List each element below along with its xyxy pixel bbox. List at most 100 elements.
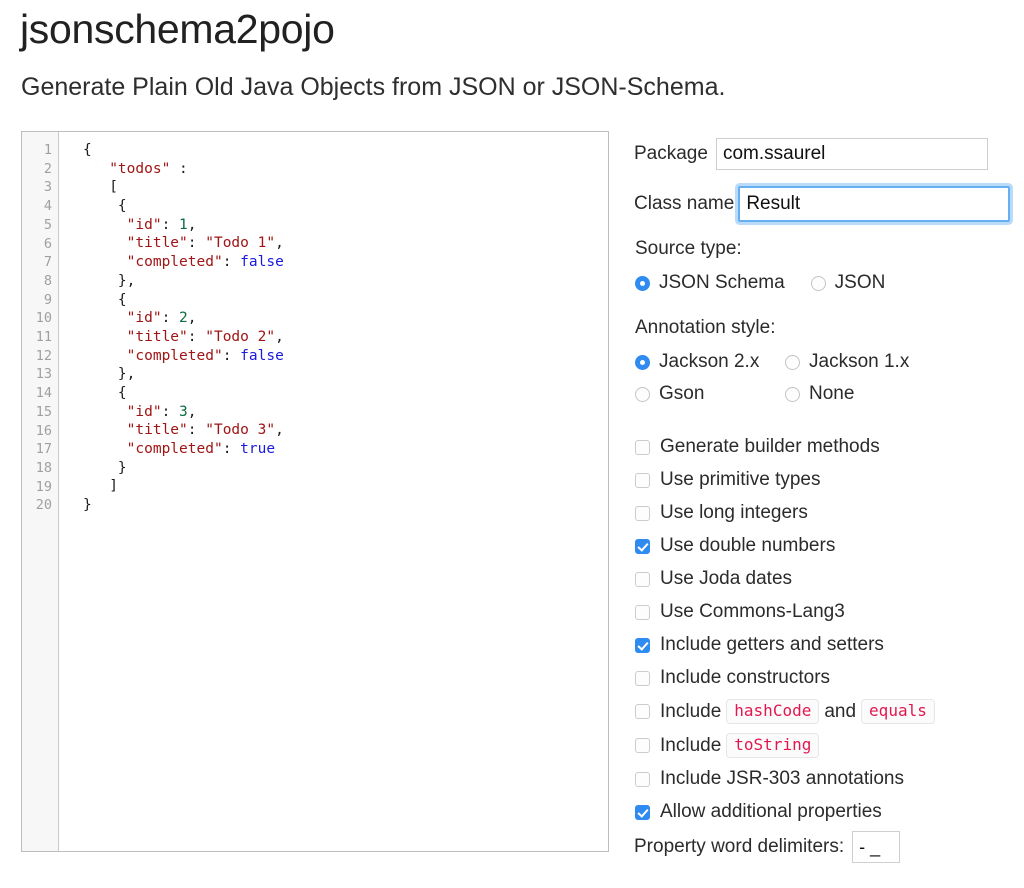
checkbox-include-jsr-303-annotations[interactable]: Include JSR-303 annotations [635,768,904,790]
editor-line-number: 13 [35,366,52,383]
editor-code-line: } [83,497,92,514]
radio-annotation-gson[interactable]: Gson [635,383,785,405]
checkbox-off-icon [635,738,650,753]
editor-line-number: 15 [35,403,52,420]
checkbox-on-icon [635,637,650,653]
checkbox-use-primitive-types[interactable]: Use primitive types [635,469,821,491]
editor-line-number: 8 [43,272,52,289]
editor-code-line: { [83,198,127,215]
editor-code-line: } [83,459,127,476]
editor-line-number: 11 [35,329,52,345]
checkbox-label: Include JSR-303 annotations [660,768,904,789]
radio-off-icon [785,354,800,370]
checkbox-off-icon [635,604,650,620]
property-word-delimiters-input[interactable] [852,831,901,863]
editor-line-number: 19 [35,478,52,495]
checkbox-off-icon [635,771,650,787]
editor-line-number: 9 [43,291,52,308]
checkbox-label: Use Joda dates [660,568,793,589]
checkbox-off-icon [635,670,650,686]
package-label: Package [634,143,708,164]
checkbox-use-long-integers[interactable]: Use long integers [635,502,808,524]
radio-on-icon [635,354,650,370]
code-badge-tostring: toString [726,733,820,758]
checkbox-use-double-numbers[interactable]: Use double numbers [635,535,835,557]
editor-code-line: "title": "Todo 3", [126,422,284,439]
radio-label: None [809,383,855,404]
radio-annotation-jackson-1x[interactable]: Jackson 1.x [785,351,909,373]
source-type-label: Source type: [635,238,742,259]
radio-annotation-jackson-2x[interactable]: Jackson 2.x [635,351,785,373]
page-title: jsonschema2pojo [20,6,335,52]
checkbox-label: Generate builder methods [660,436,880,457]
checkbox-include-tostring[interactable]: Include toString [635,733,824,758]
radio-source-json[interactable]: JSON [810,272,886,294]
radio-label: Jackson 2.x [659,351,760,372]
editor-code-line: { [83,142,92,158]
editor-code-line: "id": 1, [126,216,197,233]
source-type-radio-group: JSON Schema JSON [635,272,885,294]
editor-code-line: "title": "Todo 2", [126,328,284,345]
checkbox-use-commons-lang3[interactable]: Use Commons-Lang3 [635,601,845,623]
class-name-label: Class name [634,193,735,214]
editor-line-number: 16 [35,422,52,439]
checkbox-label: Use Commons-Lang3 [660,601,845,622]
checkbox-label: Include constructors [660,667,831,688]
editor-line-number: 5 [43,216,52,233]
editor-code-area[interactable]: { "todos" : [ { "id": 1, "title": "Todo … [60,132,608,851]
class-name-field-row: Class name [634,186,1011,222]
code-badge-hashcode: hashCode [726,699,820,724]
editor-code-line: "todos" : [109,160,188,177]
editor-line-number: 2 [43,160,52,177]
editor-code-line: "id": 2, [126,310,197,327]
checkbox-label: Include getters and setters [660,634,884,655]
radio-on-icon [635,275,650,291]
checkbox-label-prefix: Include [660,700,722,722]
radio-source-json-schema[interactable]: JSON Schema [635,272,785,294]
radio-annotation-none[interactable]: None [785,383,854,405]
package-field-row: Package [634,138,988,170]
editor-line-number: 10 [35,310,52,327]
checkbox-off-icon [635,439,650,455]
editor-line-number: 14 [35,385,52,402]
editor-code-line: "title": "Todo 1", [126,235,284,252]
radio-off-icon [810,275,826,291]
checkbox-generate-builder-methods[interactable]: Generate builder methods [635,436,880,458]
page-subtitle: Generate Plain Old Java Objects from JSO… [21,73,726,101]
annotation-style-radio-row-1: Jackson 2.x Jackson 1.x [635,351,909,373]
editor-line-number: 1 [43,142,52,158]
checkbox-include-getters-and-setters[interactable]: Include getters and setters [635,634,884,656]
radio-off-icon [785,386,800,402]
editor-code-line: }, [83,272,136,289]
checkbox-include-constructors[interactable]: Include constructors [635,667,830,689]
checkbox-label-prefix: Include [660,734,722,756]
editor-code-line: "completed": false [126,347,284,364]
checkbox-allow-additional-properties[interactable]: Allow additional properties [635,801,882,823]
editor-line-number: 7 [43,254,52,271]
checkbox-label-joiner: and [824,700,857,722]
editor-line-number: 20 [35,497,52,514]
editor-code-line: { [83,291,127,308]
checkbox-label: Use long integers [660,502,808,523]
editor-code-line: "completed": true [126,441,276,457]
class-name-input[interactable] [738,186,1011,222]
package-input[interactable] [715,138,988,170]
property-word-delimiters-row: Property word delimiters: [634,831,901,863]
radio-label: JSON [834,272,886,293]
checkbox-label: Allow additional properties [660,801,882,822]
checkbox-include-hashcode-and-equals[interactable]: Include hashCode and equals [635,699,940,724]
editor-code-line: "completed": false [126,254,284,271]
editor-code-line: }, [83,366,136,383]
property-word-delimiters-label: Property word delimiters: [634,836,845,857]
editor-code-line: { [83,384,127,401]
checkbox-use-joda-dates[interactable]: Use Joda dates [635,568,792,590]
editor-line-number: 6 [43,235,52,252]
radio-label: JSON Schema [659,272,785,293]
editor-line-number: 17 [35,441,52,458]
editor-code-line: [ [83,179,118,196]
options-panel: Package Class name Source type: JSON Sch… [634,131,1014,871]
checkbox-on-icon [635,804,650,820]
checkbox-on-icon [635,538,650,554]
